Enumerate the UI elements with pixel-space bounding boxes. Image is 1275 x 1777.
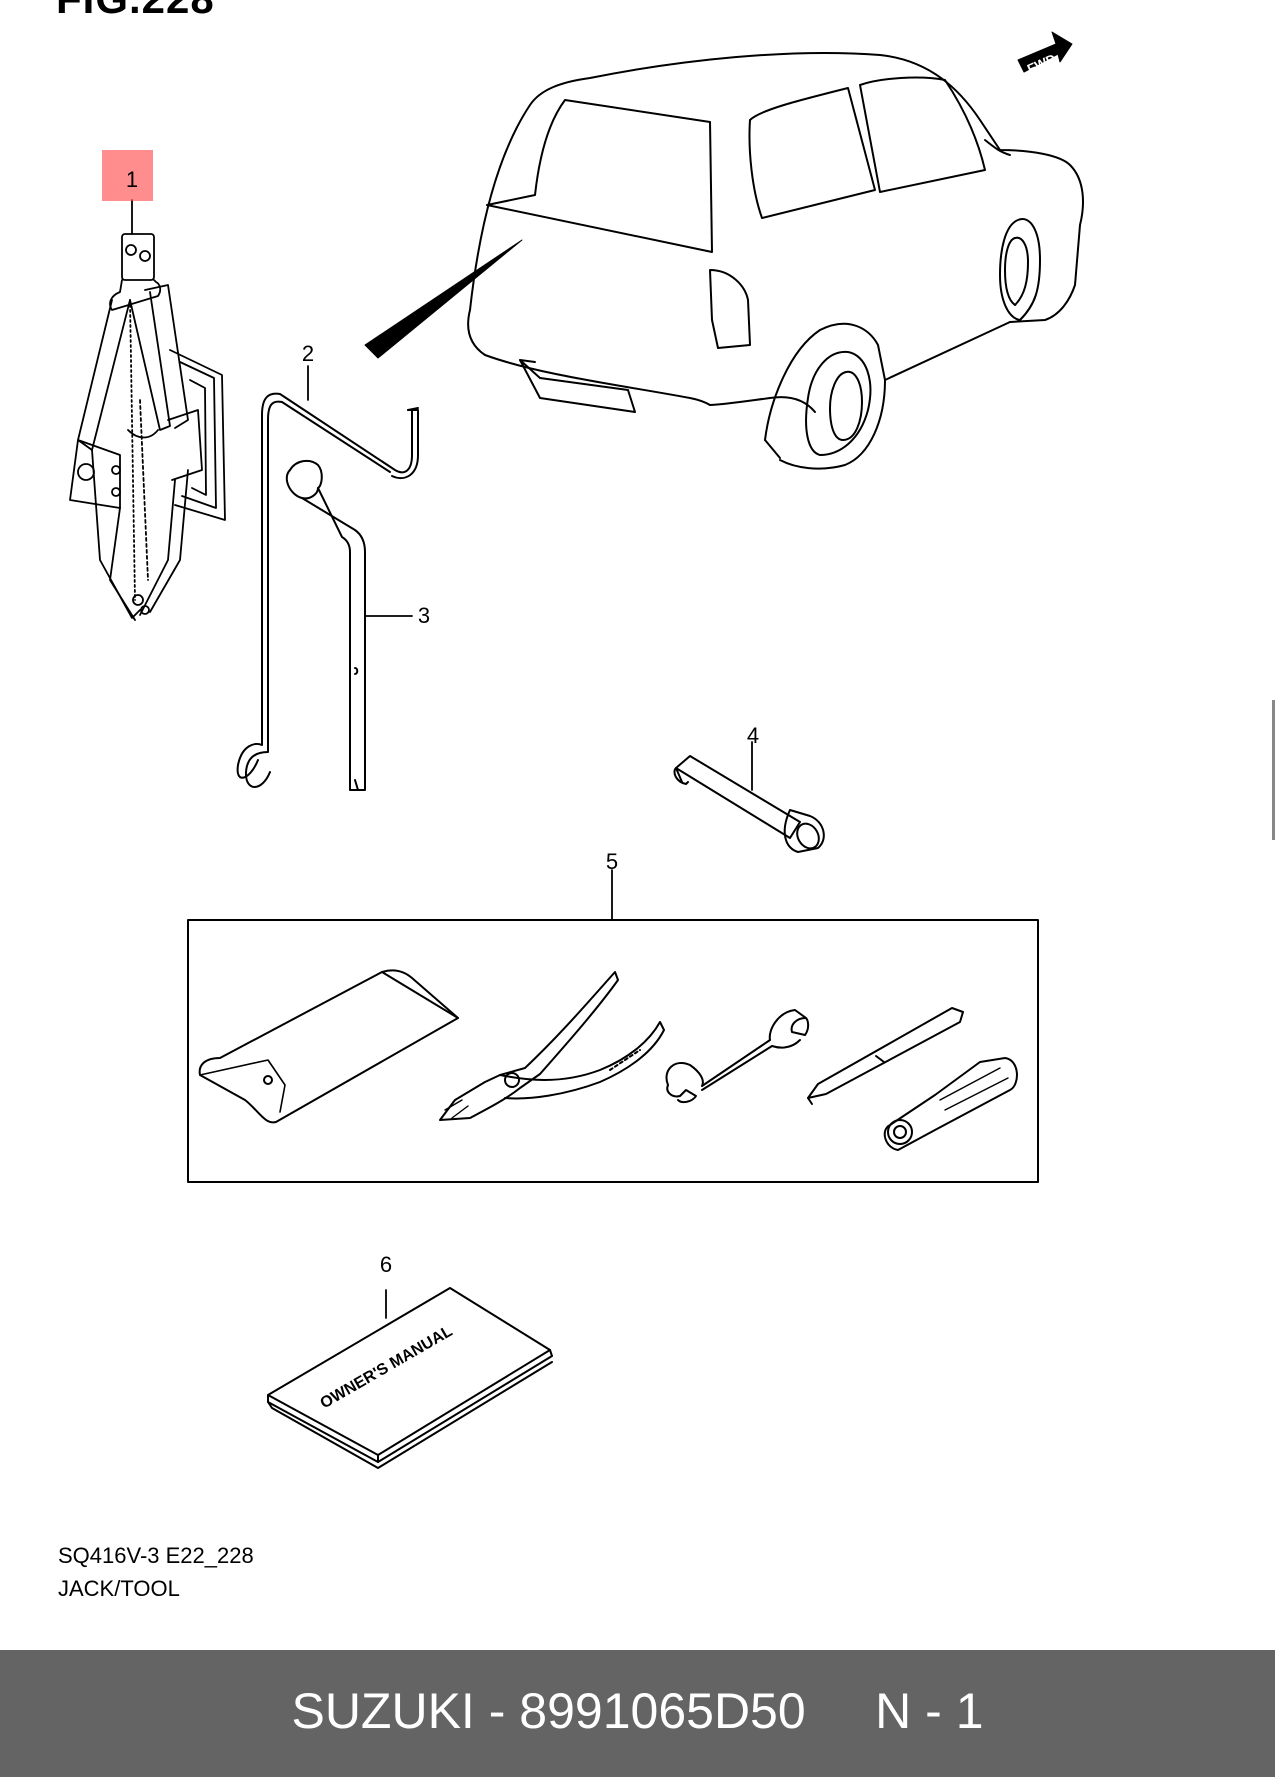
- callout-2[interactable]: 2: [301, 341, 315, 366]
- part-footer-text: SUZUKI - 8991065D50 N - 1: [0, 1686, 1275, 1736]
- jack-illustration: [69, 233, 226, 621]
- selected-callout-highlight: [102, 150, 153, 201]
- callout-3[interactable]: 3: [417, 603, 431, 628]
- leader-lines: [131, 199, 753, 1319]
- callout-5[interactable]: 5: [605, 849, 619, 874]
- diagram-code: SQ416V-3 E22_228: [58, 1543, 254, 1568]
- part-suffix: N - 1: [875, 1683, 984, 1739]
- extension-bar-illustration: [673, 755, 825, 853]
- part-footer-bar: SUZUKI - 8991065D50 N - 1: [0, 1650, 1275, 1777]
- tool-bag-illustration: [198, 971, 459, 1124]
- fwd-arrow-icon: FWD: [1017, 31, 1073, 77]
- wheel-brace-illustration: [285, 459, 366, 791]
- wrench-illustration: [665, 1009, 810, 1104]
- brand-name: SUZUKI: [291, 1683, 475, 1739]
- location-pointer: [364, 239, 523, 359]
- screwdriver-handle-illustration: [883, 1057, 1018, 1151]
- callout-1[interactable]: 1: [125, 167, 139, 192]
- footer-separator: -: [488, 1683, 506, 1739]
- callout-4[interactable]: 4: [746, 723, 760, 748]
- manual-cover-label: OWNER'S MANUAL: [317, 1323, 455, 1413]
- callout-6[interactable]: 6: [379, 1252, 393, 1277]
- jack-handle-illustration: [236, 392, 419, 788]
- figure-title: FIG.228: [56, 0, 215, 20]
- scroll-indicator[interactable]: [1272, 700, 1275, 840]
- pliers-illustration: [439, 971, 665, 1121]
- tool-kit-box: [187, 919, 1039, 1183]
- owners-manual-illustration: OWNER'S MANUAL: [267, 1287, 553, 1469]
- screwdriver-blade-illustration: [807, 1007, 964, 1105]
- vehicle-illustration: [467, 52, 1084, 470]
- diagram-drawing: FWD: [69, 31, 1084, 1469]
- diagram-name: JACK/TOOL: [58, 1576, 180, 1601]
- part-number: 8991065D50: [519, 1683, 806, 1739]
